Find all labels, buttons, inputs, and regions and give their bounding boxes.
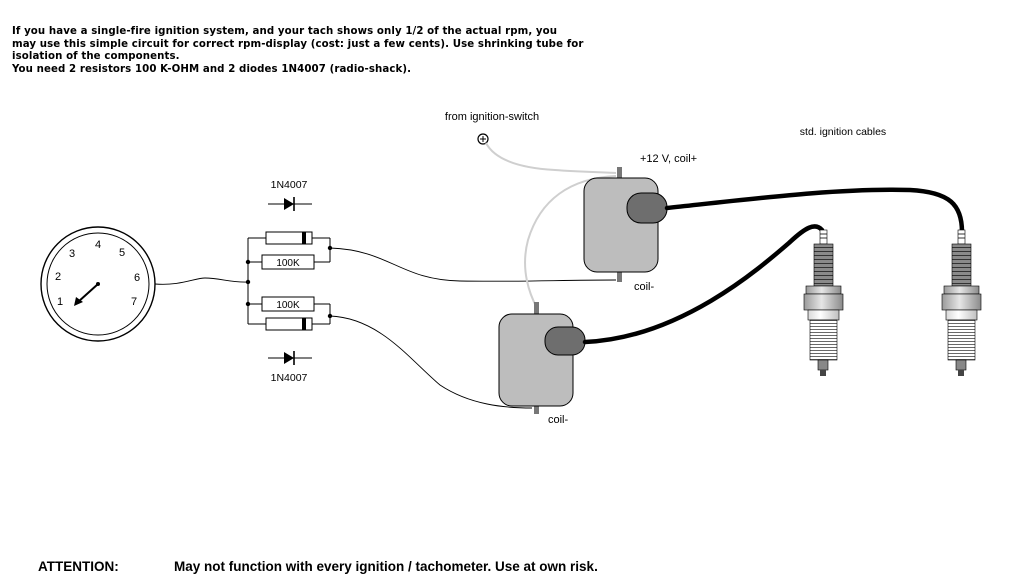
intro-line: isolation of the components.: [12, 51, 180, 62]
resistor-bottom: [261, 296, 315, 312]
attention-label: ATTENTION:: [38, 559, 119, 574]
coil-minus-bottom-label: coil-: [548, 414, 569, 426]
intro-text: If you have a single-fire ignition syste…: [12, 26, 732, 76]
resistor-bottom-label: 100K: [276, 300, 300, 311]
ignition-cable-top: [664, 187, 965, 235]
ignition-cable-bottom: [582, 224, 825, 345]
intro-line: You need 2 resistors 100 K-OHM and 2 dio…: [12, 63, 412, 75]
tach-number: 7: [131, 296, 137, 308]
tach-number: 3: [69, 248, 75, 260]
intro-line: may use this simple circuit for correct …: [12, 38, 584, 50]
spark-plug-right: [941, 229, 982, 376]
attention-note: ATTENTION: May not function with every ig…: [38, 559, 598, 574]
tach-needle: [77, 283, 99, 303]
diode-top-label: 1N4007: [271, 179, 308, 191]
tach-number: 1: [57, 296, 63, 308]
spark-plug-left: [803, 229, 844, 376]
resistor-top: [261, 254, 315, 270]
tach-number: 5: [119, 247, 125, 259]
from-switch-label: from ignition-switch: [445, 111, 539, 123]
std-cables-label: std. ignition cables: [800, 126, 886, 138]
tach-hub: [96, 282, 100, 286]
diode-symbol-top: [268, 197, 312, 211]
coil-minus-top-label: coil-: [634, 281, 655, 293]
coil-plus-label: +12 V, coil+: [640, 153, 697, 165]
intro-line: If you have a single-fire ignition syste…: [12, 26, 558, 37]
diode-symbol-bottom: [268, 351, 312, 365]
tach-number: 6: [134, 272, 140, 284]
diode-bottom-label: 1N4007: [271, 372, 308, 384]
junction-dot: [245, 301, 251, 307]
switch-wire-branch: [524, 175, 617, 309]
wire-to-coil-bottom-minus: [329, 315, 533, 409]
wiring-diagram: 1 2 3 4 5 6 7: [40, 111, 982, 426]
tach-needle-tip: [74, 297, 83, 306]
tachometer: 1 2 3 4 5 6 7: [40, 226, 156, 342]
tach-number: 4: [95, 239, 101, 251]
junction-dot: [245, 279, 251, 285]
tach-number: 2: [55, 271, 61, 283]
ignition-coil-bottom: [498, 302, 586, 414]
attention-text: May not function with every ignition / t…: [174, 559, 598, 574]
ignition-coil-top: [583, 167, 668, 282]
diode-body-bottom: [265, 317, 313, 331]
tach-wire: [154, 277, 249, 285]
diode-body-top: [265, 231, 313, 245]
junction-dot: [245, 259, 251, 265]
switch-wire: [485, 142, 617, 174]
resistor-top-label: 100K: [276, 258, 300, 269]
wire-to-coil-top-minus: [329, 247, 617, 282]
